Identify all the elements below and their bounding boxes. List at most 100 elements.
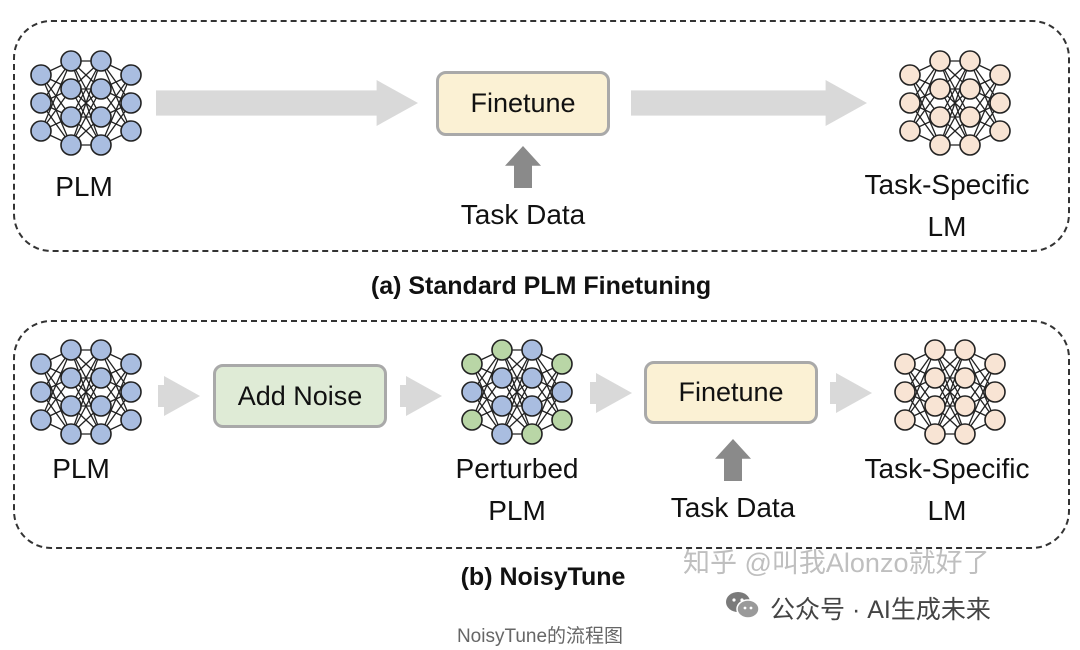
panel-b-perturbed-network-node	[461, 381, 483, 403]
panel-b-plm-network-node	[60, 339, 82, 361]
panel-b-output-network-node	[984, 409, 1006, 431]
panel-b-plm-network-node	[60, 423, 82, 445]
panel-b-output-network-edge	[964, 363, 996, 435]
panel-b-plm-network-node	[120, 381, 142, 403]
panel-a-plm-network-node	[60, 106, 82, 128]
panel-a-output-network-node	[989, 120, 1011, 142]
panel-b-plm-network-node	[30, 409, 52, 431]
panel-b-finetune-box: Finetune	[644, 361, 818, 424]
panel-b-output-network-node	[894, 353, 916, 375]
panel-b-finetune-label: Finetune	[678, 377, 784, 407]
panel-a-plm-network-node	[90, 106, 112, 128]
panel-a-plm-network-edge	[70, 60, 102, 146]
wechat-icon	[724, 590, 760, 620]
panel-a-plm-network-node	[30, 92, 52, 114]
panel-b-caption: (b) NoisyTune	[460, 563, 626, 591]
panel-b-plm-network-node	[60, 395, 82, 417]
panel-b-plm-network-node	[30, 381, 52, 403]
panel-a-plm-network-node	[60, 134, 82, 156]
panel-b-output-network-node	[954, 395, 976, 417]
panel-a-plm-network-node	[60, 78, 82, 100]
watermark-text: 知乎 @叫我Alonzo就好了	[683, 548, 990, 578]
panel-a-output-network-node	[959, 78, 981, 100]
panel-a-caption: (a) Standard PLM Finetuning	[370, 272, 712, 300]
panel-b-arrow-to-noise	[158, 376, 200, 416]
panel-a-output-network-node	[929, 106, 951, 128]
panel-b-plm-network-edge	[70, 349, 102, 435]
panel-a-finetune-label: Finetune	[470, 88, 576, 118]
panel-b-output-network-node	[894, 409, 916, 431]
panel-b-output-network-node	[924, 367, 946, 389]
panel-a-output-network-node	[899, 64, 921, 86]
panel-b-perturbed-network-node	[461, 409, 483, 431]
panel-b-plm-network-node	[120, 409, 142, 431]
panel-a-output-network-node	[959, 134, 981, 156]
panel-b-output-network-node	[954, 367, 976, 389]
panel-b-plm-network-edge	[100, 363, 132, 435]
panel-b-output-label-line2: LM	[927, 495, 967, 526]
panel-a-plm-network-node	[90, 134, 112, 156]
panel-a-plm-network-node	[90, 50, 112, 72]
panel-b-plm-label: PLM	[52, 453, 110, 484]
panel-b-perturbed-network-node	[491, 395, 513, 417]
panel-b-arrow-to-output	[830, 373, 872, 413]
footer-caption: NoisyTune的流程图	[456, 626, 624, 647]
panel-b-plm-network-node	[90, 423, 112, 445]
panel-a-task-data-arrow	[505, 146, 541, 188]
panel-b-plm-network-node	[120, 353, 142, 375]
panel-a-plm-network-node	[30, 120, 52, 142]
panel-b-task-data-label: Task Data	[670, 492, 796, 523]
panel-b-perturbed-network-node	[491, 367, 513, 389]
source-text: 公众号 · AI生成未来	[770, 596, 991, 624]
panel-b-plm-network-node	[90, 395, 112, 417]
panel-b-task-data-arrow	[715, 439, 751, 481]
panel-b-perturbed-network-node	[521, 339, 543, 361]
panel-b-plm-network-node	[90, 339, 112, 361]
panel-a-output-network-node	[899, 92, 921, 114]
panel-a-plm-network-edge	[100, 74, 132, 146]
panel-b-plm-network-edge	[40, 349, 72, 421]
panel-a-plm-network-edge	[40, 60, 72, 132]
panel-a-plm-label: PLM	[55, 171, 113, 202]
panel-a-frame	[13, 20, 1070, 252]
panel-b-output-network-node	[924, 395, 946, 417]
panel-b-plm-network-node	[30, 353, 52, 375]
panel-a-output-network-edge	[939, 60, 971, 146]
panel-b-perturbed-network-node	[461, 353, 483, 375]
panel-a-plm-network-node	[90, 78, 112, 100]
panel-a-plm-network-node	[30, 64, 52, 86]
panel-b-frame	[13, 320, 1070, 549]
panel-a-plm-network-node	[120, 92, 142, 114]
panel-b-output-network-node	[954, 423, 976, 445]
panel-a-plm-network-node	[120, 64, 142, 86]
panel-b-plm-network-node	[60, 367, 82, 389]
panel-a-output-network-node	[929, 50, 951, 72]
panel-a-output-label-line2: LM	[927, 211, 967, 242]
panel-b-perturbed-network-edge	[531, 363, 563, 435]
panel-a-task-data-label: Task Data	[460, 199, 586, 230]
panel-b-perturbed-network-node	[521, 395, 543, 417]
panel-b-plm-network-node	[90, 367, 112, 389]
panel-a-output-network-node	[929, 134, 951, 156]
panel-a-finetune-box: Finetune	[436, 71, 610, 136]
panel-a-output-network-node	[899, 120, 921, 142]
panel-a-output-network-edge	[969, 74, 1001, 146]
panel-a-plm-network-node	[60, 50, 82, 72]
panel-a-arrow-to-finetune	[156, 80, 418, 126]
panel-b-output-label-line1: Task-Specific	[864, 453, 1030, 484]
panel-a-arrow-to-output	[631, 80, 867, 126]
panel-a-plm-network-node	[120, 120, 142, 142]
panel-b-output-network-node	[984, 381, 1006, 403]
panel-b-arrow-to-finetune	[590, 373, 632, 413]
panel-b-add-noise-box: Add Noise	[213, 364, 387, 428]
panel-b-perturbed-label-line2: PLM	[488, 495, 546, 526]
panel-a-output-network-edge	[909, 60, 941, 132]
panel-a-output-label-line1: Task-Specific	[864, 169, 1030, 200]
panel-a-output-network-node	[989, 92, 1011, 114]
panel-b-output-network-edge	[904, 349, 936, 421]
panel-b-add-noise-label: Add Noise	[237, 380, 363, 411]
panel-b-perturbed-network-node	[551, 381, 573, 403]
panel-b-perturbed-network-edge	[501, 349, 533, 435]
